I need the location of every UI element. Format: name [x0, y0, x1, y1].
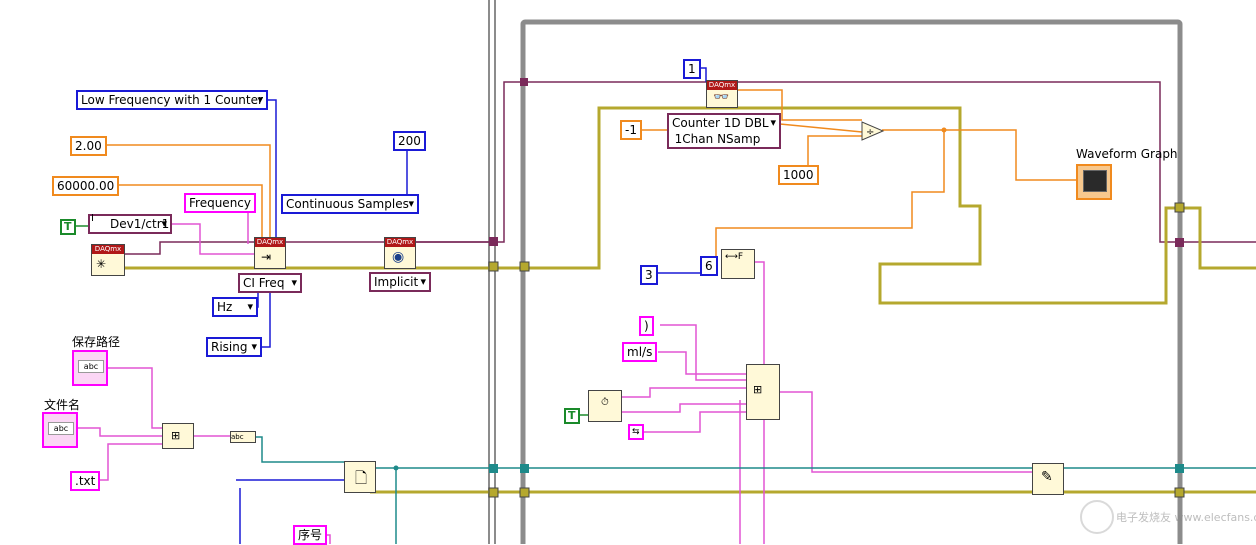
neg-one-constant[interactable]: -1: [620, 120, 642, 140]
clock-text-icon: ⏱: [601, 397, 609, 408]
string-wires: [78, 211, 1034, 544]
daqmx-banner: DAQmx: [707, 81, 737, 90]
file-name-control[interactable]: abc: [42, 412, 78, 448]
sample-mode-constant[interactable]: Continuous Samples: [281, 194, 419, 214]
bool-true-constant-2[interactable]: T: [564, 408, 580, 424]
write-text-file-node[interactable]: ✎: [1032, 463, 1064, 495]
timing-constant[interactable]: Implicit: [369, 272, 431, 292]
ci-freq-constant[interactable]: CI Freq: [238, 273, 302, 293]
seq-label-constant[interactable]: 序号: [293, 525, 328, 545]
unit-string-constant[interactable]: ml/s: [622, 342, 658, 362]
daqmx-banner: DAQmx: [255, 238, 285, 247]
open-file-node[interactable]: 🗋: [344, 461, 376, 493]
read-count-constant[interactable]: 1: [683, 59, 701, 79]
width-constant[interactable]: 3: [640, 265, 658, 285]
file-icon: 🗋: [355, 469, 368, 487]
abc-icon: abc: [78, 360, 104, 373]
tunnels: [488, 78, 1185, 498]
min-value-constant[interactable]: 2.00: [70, 136, 107, 156]
number-to-string-node[interactable]: ⟷F: [721, 249, 755, 279]
dbl-wires: [70, 89, 1076, 258]
daqmx-banner: DAQmx: [92, 245, 124, 254]
max-value-constant[interactable]: 60000.00: [52, 176, 120, 196]
clock-icon: ◉: [392, 249, 405, 265]
read-format-line2: 1Chan NSamp: [674, 132, 761, 146]
watermark: 电子发烧友 www.elecfans.com: [1080, 498, 1256, 538]
watermark-logo-icon: [1080, 500, 1114, 534]
waveform-graph-terminal[interactable]: [1076, 164, 1112, 200]
read-format-constant[interactable]: Counter 1D DBL 1Chan NSamp: [667, 113, 781, 149]
samples-constant[interactable]: 200: [393, 131, 426, 151]
concatenate-path-node[interactable]: ⊞: [162, 423, 194, 449]
file-name-label: 文件名: [44, 398, 81, 412]
date-time-string-node[interactable]: ⏱: [588, 390, 622, 422]
abc-icon: abc: [48, 422, 74, 435]
daqmx-channel-node[interactable]: DAQmx ⇥: [254, 237, 286, 269]
channel-icon: ✳: [96, 257, 107, 271]
paren-string-constant[interactable]: ): [639, 316, 654, 336]
error-wires: [124, 106, 1256, 494]
tab-string-constant[interactable]: ⇆: [628, 424, 644, 440]
frequency-string-constant[interactable]: Frequency: [184, 193, 256, 213]
graph-icon: [1083, 170, 1107, 192]
concatenate-strings-node[interactable]: ⊞: [746, 364, 780, 420]
counter-icon: ⇥: [261, 250, 272, 264]
glasses-icon: 👓: [713, 90, 730, 105]
waveform-graph-label: Waveform Graph: [1076, 147, 1178, 161]
save-path-control[interactable]: abc: [72, 350, 108, 386]
divide-node[interactable]: ÷: [861, 121, 885, 141]
daqmx-timing-node[interactable]: DAQmx ◉: [384, 237, 416, 269]
bool-wires: [76, 225, 588, 416]
read-format-line1: Counter 1D DBL: [672, 116, 769, 130]
channel-constant[interactable]: Dev1/ctr1: [88, 214, 172, 234]
structure-frames: [488, 0, 1183, 544]
precision-constant[interactable]: 6: [700, 256, 718, 276]
daqmx-banner: DAQmx: [385, 238, 415, 247]
svg-text:÷: ÷: [866, 127, 874, 138]
edge-constant[interactable]: Rising: [206, 337, 262, 357]
txt-extension-constant[interactable]: .txt: [70, 471, 101, 491]
divisor-constant[interactable]: 1000: [778, 165, 819, 185]
save-path-label: 保存路径: [72, 335, 121, 349]
daqmx-read-node[interactable]: DAQmx 👓: [706, 80, 738, 108]
concat-icon: ⊞: [171, 429, 181, 442]
write-icon: ✎: [1041, 469, 1053, 485]
while-loop-frame[interactable]: [520, 19, 1183, 544]
low-frequency-constant[interactable]: Low Frequency with 1 Counter: [76, 90, 268, 110]
io-icon: I: [91, 213, 94, 224]
string-to-path-node[interactable]: abc: [230, 431, 256, 443]
daqmx-create-channel-node[interactable]: DAQmx ✳: [91, 244, 125, 276]
format-icon: ⟷F: [725, 252, 744, 262]
units-constant[interactable]: Hz: [212, 297, 258, 317]
bool-true-constant[interactable]: T: [60, 219, 76, 235]
concat-icon: ⊞: [753, 383, 763, 396]
watermark-text: 电子发烧友 www.elecfans.com: [1116, 511, 1256, 524]
